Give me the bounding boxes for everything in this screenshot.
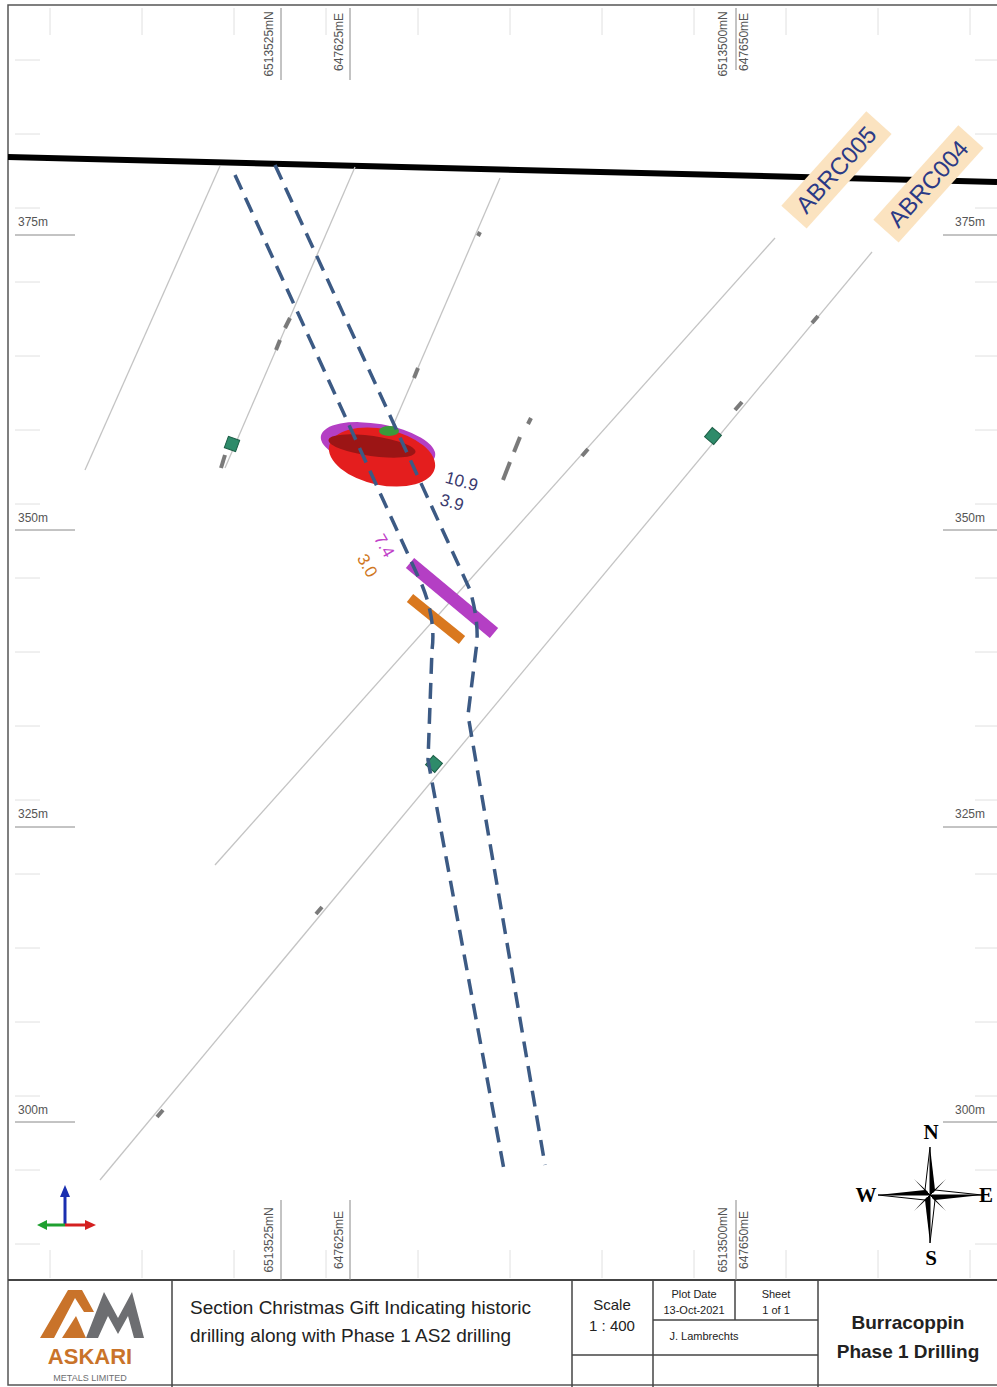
compass-point: S: [925, 1246, 937, 1270]
title-field: 1 : 400: [589, 1317, 635, 1334]
grid-coordinate: 647625mE: [333, 13, 347, 71]
section-title: Section Christmas Gift Indicating histor…: [190, 1294, 568, 1350]
title-field: 13-Oct-2021: [663, 1304, 724, 1317]
grid-coordinate: 6513525mN: [263, 11, 277, 76]
grid-coordinate: 6513500mN: [717, 1207, 731, 1272]
title-field: 1 of 1: [762, 1304, 790, 1317]
elevation-label: 300m: [955, 1104, 985, 1118]
grid-coordinate: 6513525mN: [263, 1207, 277, 1272]
drill-traces: [85, 166, 872, 1180]
grid-ticks: [15, 8, 997, 1280]
title-field: J. Lambrechts: [669, 1330, 738, 1343]
grid-coordinate: 647650mE: [738, 13, 752, 71]
title-block-border: [8, 1279, 997, 1281]
title-block-grid: [172, 1280, 818, 1387]
intercept-value: 3.9: [438, 490, 466, 515]
grid-coordinate: 647625mE: [333, 1211, 347, 1269]
elevation-label: 325m: [18, 808, 48, 822]
company-logo: [40, 1290, 144, 1338]
intercept-bar: [410, 598, 462, 640]
drillhole-tag: ABRC005: [781, 112, 891, 229]
north-arrow: [878, 1147, 982, 1243]
compass-point: E: [979, 1183, 993, 1207]
axis-triad: [37, 1185, 96, 1230]
compass-point: N: [923, 1120, 938, 1144]
intercept-value: 7.4: [370, 531, 399, 561]
minor-ticks: [15, 8, 997, 1278]
map-frame: [8, 5, 997, 1385]
assay-segments: [157, 232, 818, 1117]
grid-coordinate: 6513500mN: [717, 11, 731, 76]
hole-id: ABRC005: [790, 121, 881, 218]
grid-coordinate: 647650mE: [738, 1211, 752, 1269]
elevation-label: 350m: [18, 512, 48, 526]
logo-subtitle: METALS LIMITED: [53, 1373, 126, 1383]
title-field: Sheet: [762, 1288, 791, 1301]
compass-point: W: [856, 1183, 877, 1207]
intercept-bar: [410, 563, 494, 633]
elevation-label: 375m: [18, 216, 48, 230]
elevation-label: 325m: [955, 808, 985, 822]
title-field: Plot Date: [671, 1288, 716, 1301]
project-name: Burracoppin Phase 1 Drilling: [826, 1308, 990, 1366]
intercept-value: 3.0: [353, 551, 382, 581]
elevation-label: 350m: [955, 512, 985, 526]
interpreted-zone: [235, 165, 545, 1175]
elevation-label: 300m: [18, 1104, 48, 1118]
logo-wordmark: ASKARI: [48, 1344, 132, 1369]
title-field: Scale: [593, 1296, 631, 1313]
elevation-label: 375m: [955, 216, 985, 230]
